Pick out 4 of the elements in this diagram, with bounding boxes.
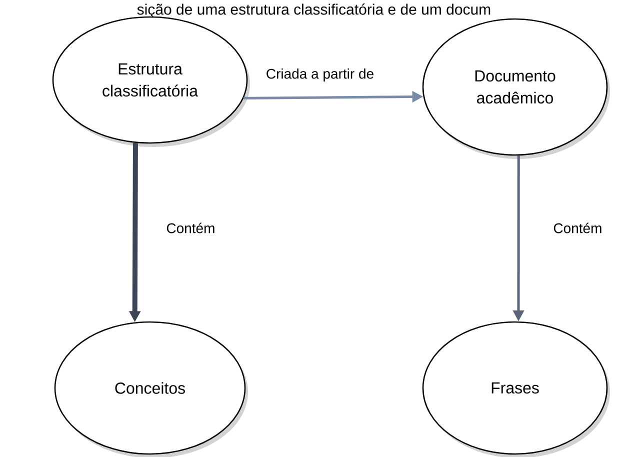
edge-label: Contém: [165, 222, 216, 234]
title: sição de uma estrutura classificatória e de um docum: [137, 4, 490, 18]
edge-label: Criada a partir de: [264, 67, 376, 83]
edge-label: Contém: [552, 222, 604, 234]
